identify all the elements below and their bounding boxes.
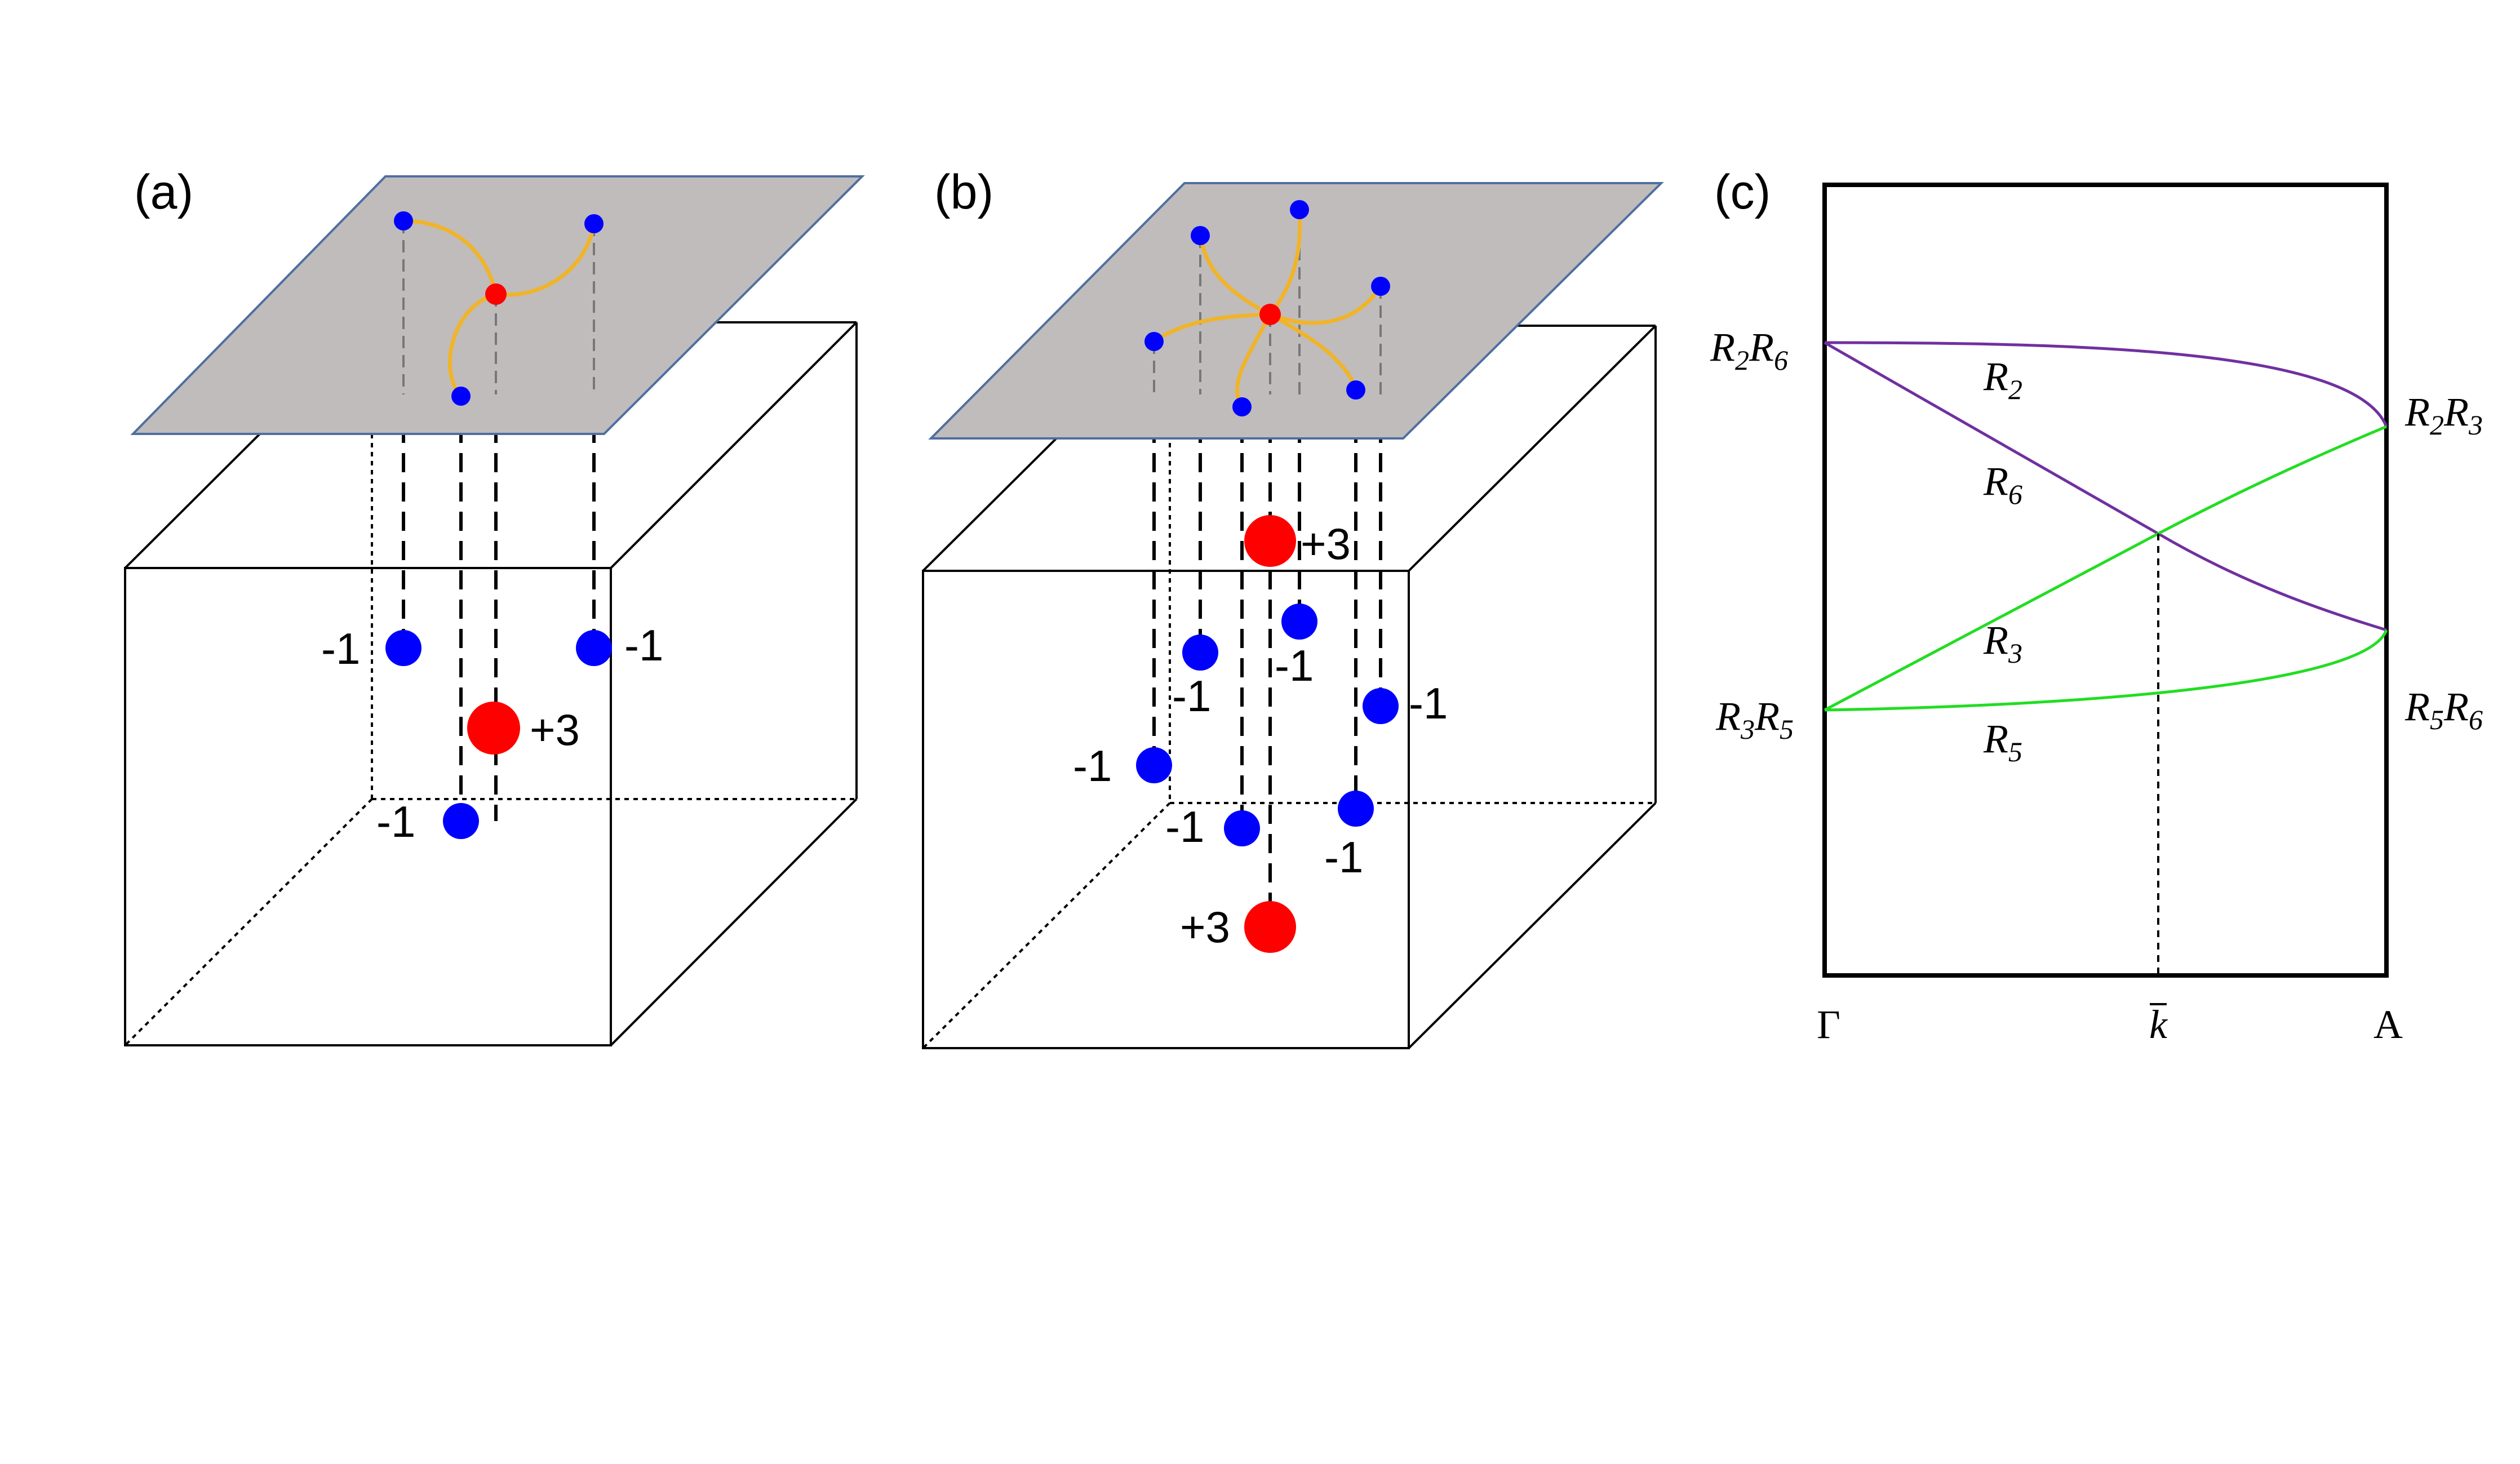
panel-b-surface-point [1191,226,1210,245]
panel-b-surface-point [1346,380,1365,400]
panel-a-negative-charge [443,803,479,839]
left-label-bottom: R3R5 [1715,694,1794,745]
panel-a-surface-center-point [485,283,507,305]
x-tick-gamma: Γ [1817,1002,1840,1047]
panel-b-fermi-arcs [1152,207,1383,409]
panel-a-charge-bottom: -1 [376,797,415,846]
panel-b-charge-right: -1 [1409,678,1448,728]
panel-b-charge-left: -1 [1073,741,1112,791]
panel-a-positive-charge [467,702,520,755]
band-R2 [1824,341,2388,427]
panel-b-charge-lower-right: -1 [1324,832,1363,882]
panel-b-charge-upper-left: -1 [1172,671,1211,721]
panel-a-charge-right: -1 [624,620,663,670]
panel-a-surface-point [451,387,471,406]
panel-b-negative-charge [1224,810,1260,846]
panel-b-charge-top-red: +3 [1301,519,1351,569]
panel-a-negative-charge [576,630,612,666]
panel-b-negative-charge [1363,688,1399,724]
band-diagram-frame [1822,183,2389,978]
band-label-R3: R3 [1983,618,2022,669]
panel-a: (a) [124,165,865,1046]
panel-b-negative-charge [1182,635,1218,671]
panel-c-label: (c) [1714,165,1771,219]
panel-a-label: (a) [134,165,193,219]
panel-b-negative-charge [1338,791,1374,827]
band-label-R6: R6 [1983,459,2022,510]
panel-b-charge-lower-left: -1 [1165,802,1204,851]
panel-a-cube-hidden-edges [124,326,857,1046]
band-R3 [1824,425,2387,712]
panel-a-charge-center: +3 [530,705,580,755]
right-label-top: R2R3 [2404,389,2483,441]
panel-b-label: (b) [934,165,993,219]
panel-b-charge-mid: -1 [1275,641,1314,690]
panel-b-negative-charge [1281,604,1317,640]
panel-b-cube-hidden-edges [922,326,1656,1049]
panel-c: (c) R2 R6 R3 R5 R2R6 R3R5 R2R3 R5R6 Γ k … [1710,165,2483,1047]
panel-b-negative-charge [1136,747,1172,783]
band-label-R2: R2 [1983,354,2022,405]
panel-a-surface-plane [130,175,865,435]
panel-a-surface-point [394,211,413,230]
panel-b-surface-center-point [1259,304,1281,325]
panel-a-charge-left: -1 [321,624,360,673]
right-label-bottom: R5R6 [2404,684,2483,735]
panel-b: (b) [922,165,1664,1049]
panel-a-fermi-arcs [401,219,596,398]
panel-b-positive-charge [1244,515,1296,567]
panel-b-surface-point [1371,277,1390,296]
x-tick-kbar: k [2149,1002,2168,1047]
left-label-top: R2R6 [1710,325,1788,376]
band-R6 [1824,341,2387,632]
panel-b-charge-bottom-red: +3 [1180,902,1230,952]
panel-b-positive-charge [1244,901,1296,953]
panel-a-negative-charge [385,630,422,666]
band-lines [1824,341,2388,712]
panel-b-surface-point [1290,200,1309,219]
panel-b-surface-point [1144,332,1164,351]
panel-b-surface-point [1232,397,1252,416]
panel-a-surface-point [584,214,604,233]
x-tick-a: A [2373,1002,2403,1047]
band-label-R5: R5 [1983,716,2022,768]
panel-b-surface-plane [928,182,1664,440]
panel-a-projection-lines [402,394,596,821]
band-R5 [1824,629,2388,712]
